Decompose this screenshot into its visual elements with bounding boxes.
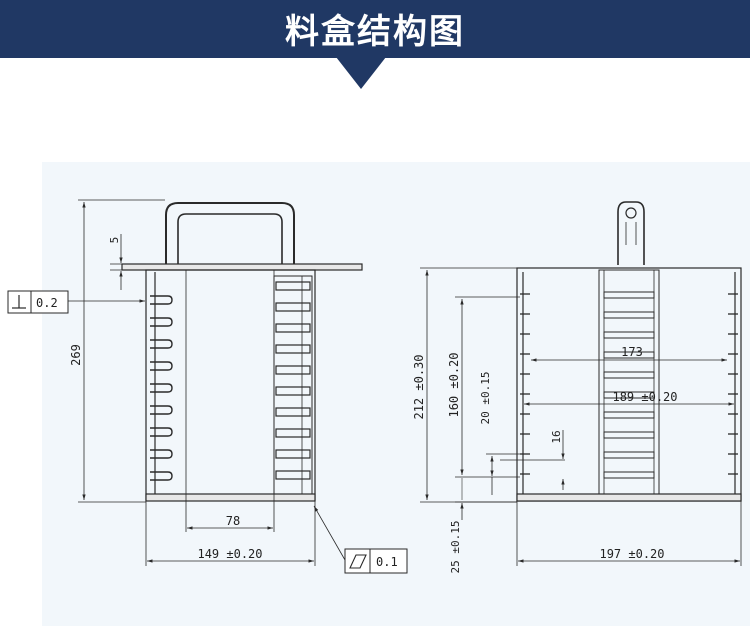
front-slot <box>150 317 173 327</box>
front-slot <box>150 427 173 437</box>
front-rib <box>275 344 311 354</box>
side-bar <box>603 451 655 459</box>
side-bar <box>603 291 655 299</box>
side-handle <box>617 201 645 265</box>
front-slot <box>150 449 173 459</box>
side-bar <box>603 471 655 479</box>
front-rib <box>275 302 311 312</box>
side-body <box>516 267 742 502</box>
dim-overall-width: 149 ±0.20 <box>197 547 262 561</box>
side-dimension-texts: 212 ±0.30 160 ±0.20 20 ±0.15 16 25 ±0.15… <box>412 345 678 573</box>
page-title: 料盒结构图 <box>285 12 465 52</box>
side-bar <box>603 351 655 359</box>
front-rib <box>275 323 311 333</box>
front-rib <box>275 470 311 480</box>
dim-side-overall-width: 197 ±0.20 <box>599 547 664 561</box>
front-slot <box>150 405 173 415</box>
side-bar <box>603 331 655 339</box>
front-slot <box>150 295 173 305</box>
dim-top-offset: 5 <box>108 237 121 244</box>
front-rib <box>275 407 311 417</box>
front-left-slots <box>150 295 173 481</box>
perpendicularity-frame: 0.2 <box>7 290 69 314</box>
dim-total-height: 269 <box>69 344 83 366</box>
dim-pitch: 20 ±0.15 <box>479 372 492 425</box>
front-rib <box>275 428 311 438</box>
dim-bottom-offset: 25 ±0.15 <box>449 521 462 574</box>
side-bar <box>603 431 655 439</box>
perpendicularity-icon <box>12 295 26 309</box>
header-banner: 料盒结构图 <box>0 0 750 58</box>
front-slot <box>150 339 173 349</box>
dim-slot-width: 16 <box>550 430 563 443</box>
dim-side-mid-width: 189 ±0.20 <box>612 390 677 404</box>
dim-slot-span: 160 ±0.20 <box>447 352 461 417</box>
side-bar <box>603 371 655 379</box>
front-rib <box>275 449 311 459</box>
flatness-frame: 0.1 <box>344 548 408 574</box>
front-slot <box>150 361 173 371</box>
banner-pointer <box>336 57 386 89</box>
front-dimension-texts: 269 5 78 149 ±0.20 <box>69 237 263 561</box>
perpendicularity-value: 0.2 <box>36 296 58 310</box>
front-right-slots <box>275 281 311 480</box>
dim-side-inner-width: 173 <box>621 345 643 359</box>
front-view <box>121 202 363 502</box>
side-bar <box>603 311 655 319</box>
front-slot <box>150 383 173 393</box>
front-rib <box>275 365 311 375</box>
side-dimensions <box>420 267 742 566</box>
side-bar <box>603 411 655 419</box>
front-top-plate <box>121 263 363 271</box>
front-rib <box>275 281 311 291</box>
flatness-value: 0.1 <box>376 555 398 569</box>
dim-inner-width: 78 <box>226 514 240 528</box>
front-handle <box>165 202 295 265</box>
side-bar <box>603 391 655 399</box>
front-dimensions <box>68 199 346 566</box>
side-right-pins <box>728 293 738 475</box>
flatness-icon <box>349 554 367 569</box>
front-slot <box>150 471 173 481</box>
front-rib <box>275 386 311 396</box>
dim-overall-height: 212 ±0.30 <box>412 354 426 419</box>
side-left-pins <box>520 293 530 475</box>
side-center-bars <box>603 291 655 479</box>
